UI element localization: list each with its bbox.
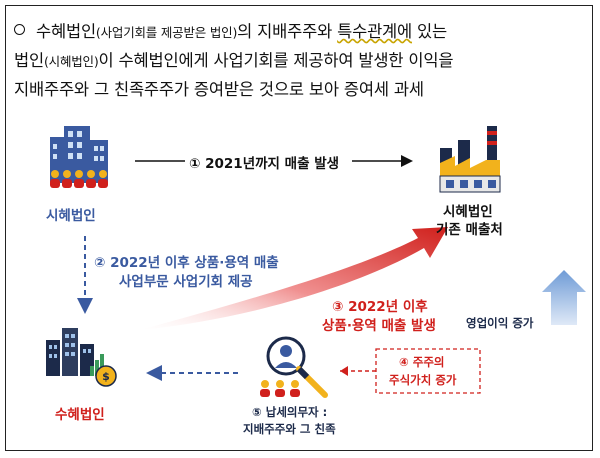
office-building-icon [50, 126, 108, 188]
city-buildings-icon: $ [46, 328, 117, 387]
step1-label: ① 2021년까지 매출 발생 [189, 156, 340, 172]
bullet-circle-icon [14, 24, 25, 35]
intro-line-3: 지배주주와 그 친족주주가 증여받은 것으로 보아 증여세 과세 [14, 80, 424, 99]
diagram-frame [5, 5, 593, 451]
step2-label-1: ② 2022년 이후 상품·용역 매출 [94, 255, 279, 271]
svg-text:$: $ [102, 370, 110, 383]
receiver-label: 수혜법인 [55, 407, 105, 423]
taxpayer-label-1: ⑤ 납세의무자 : [252, 405, 328, 419]
step3-label-2: 상품·용역 매출 발생 [322, 318, 436, 334]
giver-label: 시혜법인 [46, 208, 96, 224]
profit-up-arrow [542, 270, 586, 325]
factory-icon [439, 126, 501, 193]
step2-label-2: 사업부문 사업기회 제공 [119, 274, 253, 290]
customers-label-2: 기존 매출처 [436, 222, 503, 238]
taxpayer-label-2: 지배주주와 그 친족 [243, 422, 336, 436]
intro-line-2: 법인(시혜법인)이 수혜법인에게 사업기회를 제공하여 발생한 이익을 [14, 51, 454, 70]
step4-label-1: ④ 주주의 [399, 355, 445, 369]
shareholder-search-icon [260, 336, 328, 398]
profit-increase-label: 영업이익 증가 [466, 316, 534, 330]
step3-label-1: ③ 2022년 이후 [332, 299, 428, 315]
intro-line-1: 수혜법인(사업기회를 제공받은 법인)의 지배주주와 특수관계에 있는 [36, 22, 448, 41]
step4-dashed-box [375, 348, 481, 394]
customers-label-1: 시혜법인 [443, 204, 493, 220]
step4-label-2: 주식가치 증가 [389, 373, 457, 387]
